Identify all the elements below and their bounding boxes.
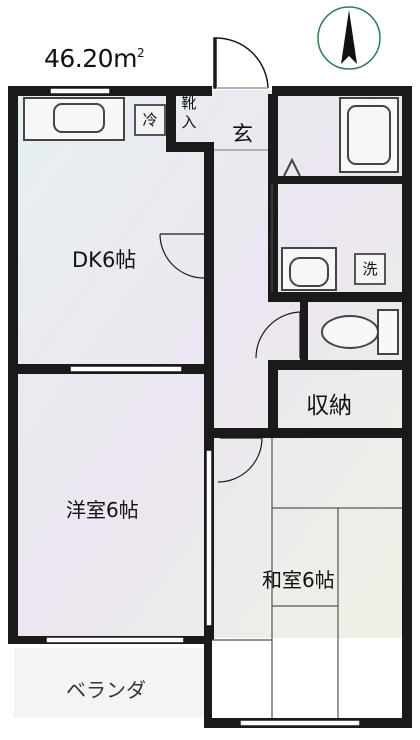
floor-area-label: 46.20m2 xyxy=(44,44,145,73)
shoe-cabinet-label: 靴入 xyxy=(181,94,197,131)
windows xyxy=(45,87,361,727)
room-label-dk: DK6帖 xyxy=(72,248,137,272)
tatami-lines xyxy=(212,438,402,718)
room-label-veranda: ベランダ xyxy=(66,678,146,702)
bathtub xyxy=(283,97,399,177)
north-arrow-icon xyxy=(317,6,381,70)
entrance-door xyxy=(213,37,269,89)
washitsu-door xyxy=(217,437,263,483)
room-label-washitsu: 和室6帖 xyxy=(262,568,335,592)
room-label-youshitsu: 洋室6帖 xyxy=(66,498,139,522)
room-label-genkan: 玄 xyxy=(232,122,253,146)
kitchen-sink xyxy=(23,97,125,141)
dk-door xyxy=(159,233,205,279)
wash-basin xyxy=(281,247,337,291)
washer-label: 洗 xyxy=(354,253,386,285)
room-label-shuno: 収納 xyxy=(306,393,352,419)
veranda-floor xyxy=(14,648,208,718)
toilet xyxy=(321,309,399,355)
toilet-door xyxy=(255,311,301,359)
fridge-label: 冷 xyxy=(134,104,166,136)
